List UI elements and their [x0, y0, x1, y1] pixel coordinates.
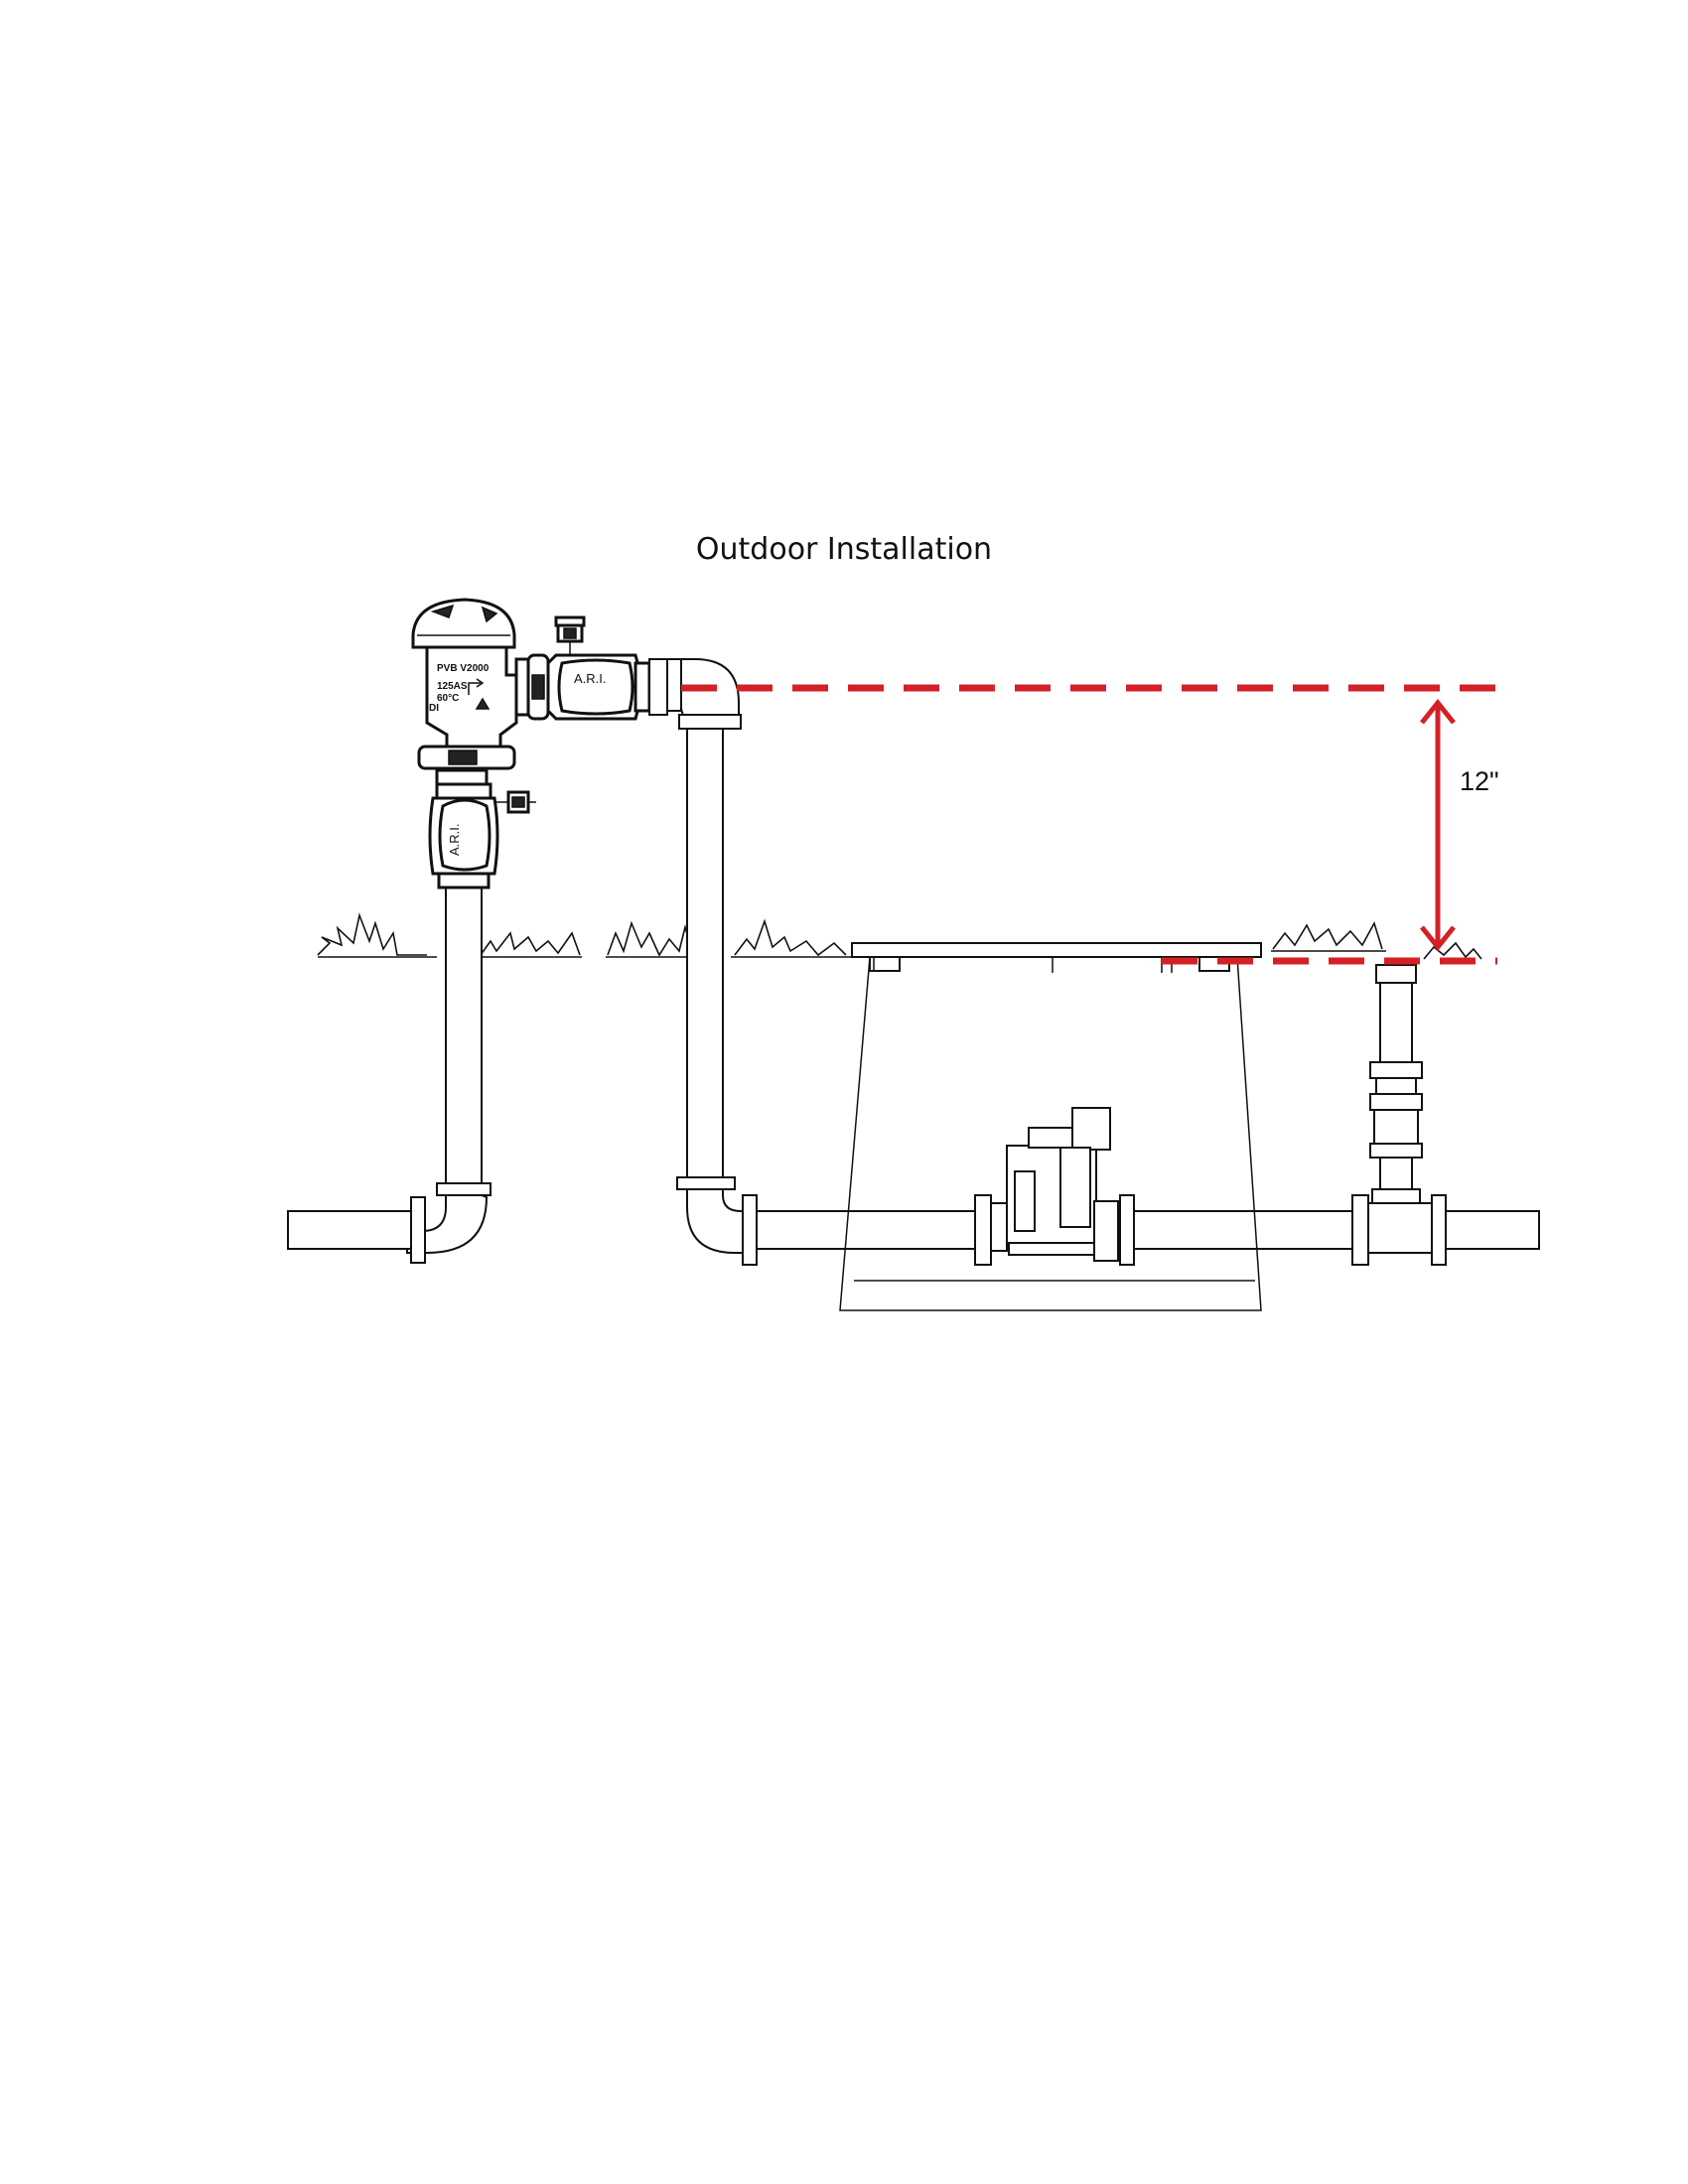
diagram-title: Outdoor Installation	[695, 532, 993, 567]
ground-line-right	[1271, 920, 1482, 960]
dimension-12-inch: 12"	[681, 684, 1499, 965]
control-valve	[990, 1107, 1121, 1262]
main-line-pipe	[742, 1194, 1540, 1266]
upper-air-release-valve: A.R.I.	[546, 615, 651, 721]
backflow-preventer: PVB V2000 125AS 60°C DI	[411, 598, 550, 786]
dimension-label: 12"	[1460, 766, 1499, 796]
left-riser-pipe	[287, 887, 492, 1264]
ground-line-left	[317, 912, 582, 958]
ground-line-middle	[606, 918, 858, 958]
pvb-marking-4: DI	[429, 703, 439, 714]
outlet-riser-pipe	[648, 658, 744, 1254]
pvb-marking-2: 125AS	[437, 681, 468, 692]
right-riser-pipe	[1367, 964, 1433, 1254]
pvb-marking-1: PVB V2000	[437, 663, 490, 674]
lower-air-release-valve: A.R.I.	[428, 782, 536, 889]
lower-valve-label: A.R.I.	[447, 823, 462, 856]
pvb-marking-3: 60°C	[437, 693, 459, 704]
upper-valve-label: A.R.I.	[574, 671, 607, 686]
valve-box	[839, 942, 1262, 1311]
